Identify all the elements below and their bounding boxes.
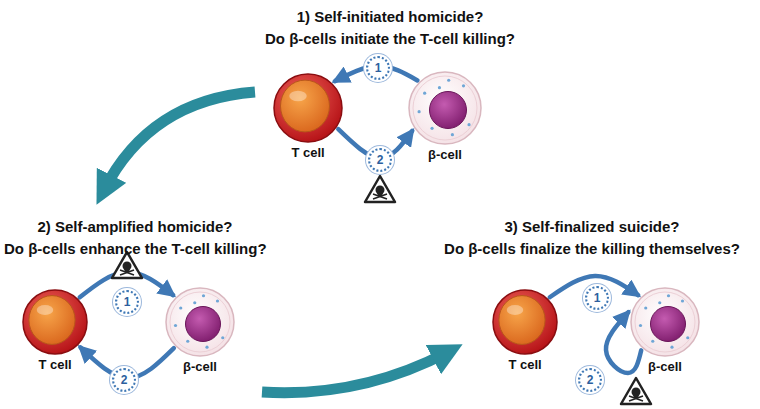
cell-illustration <box>273 73 343 143</box>
cell-label: β-cell <box>428 147 462 162</box>
beta-cell: β-cell <box>408 71 482 162</box>
beta-cell: β-cell <box>165 287 235 374</box>
cell-illustration <box>630 287 700 357</box>
panel-heading: 1) Self-initiated homicide? <box>297 8 484 25</box>
callout-number: 2 <box>368 148 392 172</box>
callout-number: 1 <box>115 290 139 314</box>
cell-label: T cell <box>291 145 324 160</box>
cell-label: T cell <box>38 357 71 372</box>
callout-number: 1 <box>585 286 609 310</box>
t-cell: T cell <box>273 73 343 160</box>
panel-heading: Do β-cells enhance the T-cell killing? <box>4 240 267 257</box>
t-cell: T cell <box>492 289 558 372</box>
cell-illustration <box>408 71 482 145</box>
callout-number: 1 <box>366 56 390 80</box>
transition-arrow <box>262 352 448 393</box>
panel-heading: Do β-cells initiate the T-cell killing? <box>265 30 515 47</box>
skull-warning-sign <box>621 378 651 404</box>
cell-illustration <box>165 287 235 357</box>
callout-number: 2 <box>112 368 136 392</box>
panel-heading: Do β-cells finalize the killing themselv… <box>444 240 740 257</box>
skull-warning-sign <box>365 176 395 202</box>
cell-illustration <box>22 289 88 355</box>
panel-heading: 3) Self-finalized suicide? <box>504 218 679 235</box>
callout-number: 2 <box>578 368 602 392</box>
cell-illustration <box>492 289 558 355</box>
t-cell: T cell <box>22 289 88 372</box>
cell-label: T cell <box>508 357 541 372</box>
panel-heading: 2) Self-amplified homicide? <box>37 218 232 235</box>
cell-label: β-cell <box>183 359 217 374</box>
beta-cell: β-cell <box>630 287 700 374</box>
transition-arrow <box>104 92 255 190</box>
cell-label: β-cell <box>648 359 682 374</box>
